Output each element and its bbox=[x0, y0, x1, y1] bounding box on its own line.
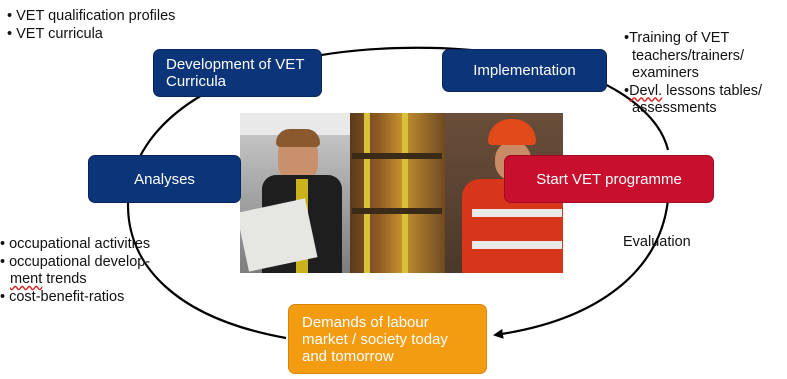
note-word-ment: ment bbox=[10, 271, 43, 287]
cycle-path-right bbox=[493, 199, 670, 339]
start-programme-label: Start VET programme bbox=[536, 170, 682, 188]
note-line: • occupational develop- bbox=[0, 253, 151, 270]
note-text: lessons tables/ bbox=[662, 82, 763, 99]
note-line: • VET curricula bbox=[7, 25, 103, 42]
development-label: Development of VET Curricula bbox=[166, 56, 305, 90]
analyses-box: Analyses bbox=[88, 155, 241, 203]
implementation-box: Implementation bbox=[442, 49, 607, 92]
development-box: Development of VET Curricula bbox=[153, 49, 322, 97]
evaluation-label: Evaluation bbox=[623, 234, 691, 250]
note-curriculum-outputs: • VET qualification profiles • VET curri… bbox=[7, 8, 175, 43]
note-analyses-inputs: • occupational activities • occupational… bbox=[0, 236, 150, 306]
note-text: trends bbox=[42, 271, 87, 287]
analyses-label: Analyses bbox=[134, 170, 195, 188]
note-line: • VET qualification profiles bbox=[7, 8, 176, 24]
demands-box: Demands of labour market / society today… bbox=[288, 304, 487, 374]
note-line: examiners bbox=[632, 65, 699, 81]
demands-label: Demands of labour market / society today… bbox=[302, 313, 448, 365]
note-word-devl: Devl. bbox=[629, 82, 663, 99]
note-line: assessments bbox=[632, 100, 717, 116]
note-line: • occupational activities bbox=[0, 236, 151, 252]
note-line: •Training of VET bbox=[624, 30, 730, 46]
note-line: ment trends bbox=[0, 271, 150, 289]
implementation-label: Implementation bbox=[473, 62, 576, 79]
note-line: •Devl. lessons tables/ bbox=[624, 82, 763, 99]
note-implementation-outputs: •Training of VET teachers/trainers/ exam… bbox=[624, 30, 762, 118]
note-line: teachers/trainers/ bbox=[632, 47, 745, 64]
start-programme-box: Start VET programme bbox=[504, 155, 714, 203]
note-line: • cost-benefit-ratios bbox=[0, 288, 125, 305]
